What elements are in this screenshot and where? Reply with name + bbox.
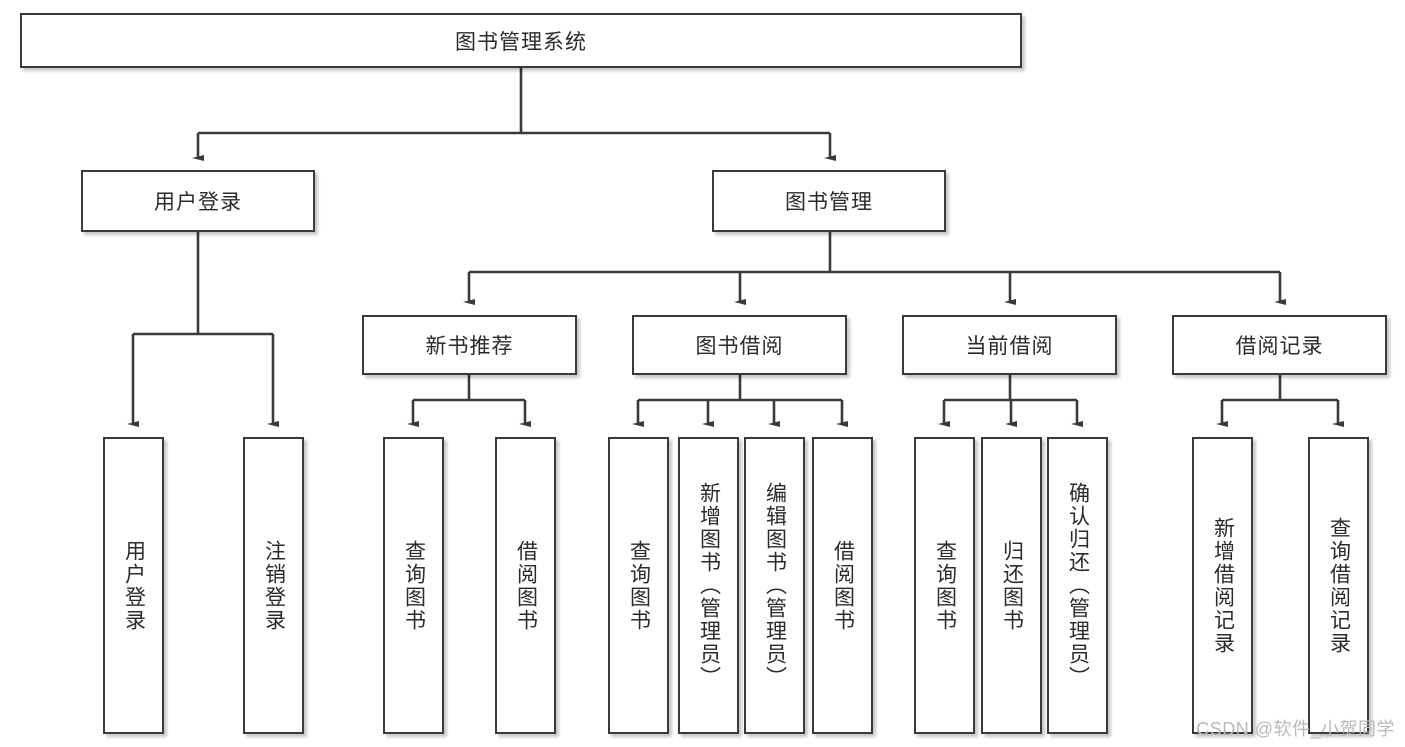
leaf-user-login-label: 用户登录 — [122, 539, 146, 632]
node-book-borrow[interactable]: 图书借阅 — [632, 315, 847, 375]
node-new-book-recommend-label: 新书推荐 — [425, 335, 514, 358]
leaf-borrow-book-1[interactable]: 借阅图书 — [495, 437, 556, 734]
leaf-borrow-book-1-label: 借阅图书 — [514, 539, 538, 632]
leaf-query-borrow-record-label: 查询借阅记录 — [1327, 516, 1351, 655]
leaf-query-book-3-label: 查询图书 — [933, 539, 957, 632]
leaf-return-book[interactable]: 归还图书 — [981, 437, 1042, 734]
node-new-book-recommend[interactable]: 新书推荐 — [362, 315, 577, 375]
leaf-query-borrow-record[interactable]: 查询借阅记录 — [1308, 437, 1369, 734]
leaf-query-book-3[interactable]: 查询图书 — [914, 437, 975, 734]
leaf-query-book-1-label: 查询图书 — [402, 539, 426, 632]
leaf-confirm-return[interactable]: 确认归还（管理员） — [1047, 437, 1108, 734]
leaf-borrow-book-2[interactable]: 借阅图书 — [812, 437, 873, 734]
leaf-user-login[interactable]: 用户登录 — [103, 437, 164, 734]
node-borrow-record[interactable]: 借阅记录 — [1172, 315, 1387, 375]
node-root-label: 图书管理系统 — [455, 30, 587, 54]
leaf-add-book-label: 新增图书（管理员） — [697, 482, 721, 689]
leaf-add-borrow-record-label: 新增借阅记录 — [1211, 516, 1235, 655]
node-borrow-record-label: 借阅记录 — [1235, 335, 1324, 358]
node-book-borrow-label: 图书借阅 — [695, 335, 784, 358]
leaf-add-borrow-record[interactable]: 新增借阅记录 — [1192, 437, 1253, 734]
leaf-confirm-return-label: 确认归还（管理员） — [1066, 482, 1090, 689]
node-current-borrow[interactable]: 当前借阅 — [902, 315, 1117, 375]
leaf-return-book-label: 归还图书 — [1000, 539, 1024, 632]
leaf-query-book-1[interactable]: 查询图书 — [383, 437, 444, 734]
leaf-borrow-book-2-label: 借阅图书 — [831, 539, 855, 632]
leaf-logout-login[interactable]: 注销登录 — [243, 437, 304, 734]
node-user-login[interactable]: 用户登录 — [81, 170, 315, 232]
leaf-logout-login-label: 注销登录 — [262, 539, 286, 632]
node-current-borrow-label: 当前借阅 — [965, 335, 1054, 358]
leaf-query-book-2[interactable]: 查询图书 — [608, 437, 669, 734]
node-book-management[interactable]: 图书管理 — [712, 170, 946, 232]
leaf-query-book-2-label: 查询图书 — [627, 539, 651, 632]
node-book-management-label: 图书管理 — [785, 191, 873, 214]
leaf-edit-book-label: 编辑图书（管理员） — [763, 482, 787, 689]
node-user-login-label: 用户登录 — [154, 191, 242, 214]
leaf-edit-book[interactable]: 编辑图书（管理员） — [744, 437, 805, 734]
leaf-add-book[interactable]: 新增图书（管理员） — [678, 437, 739, 734]
watermark: CSDN @软件_小贺同学 — [1196, 719, 1395, 739]
node-root[interactable]: 图书管理系统 — [20, 13, 1022, 68]
